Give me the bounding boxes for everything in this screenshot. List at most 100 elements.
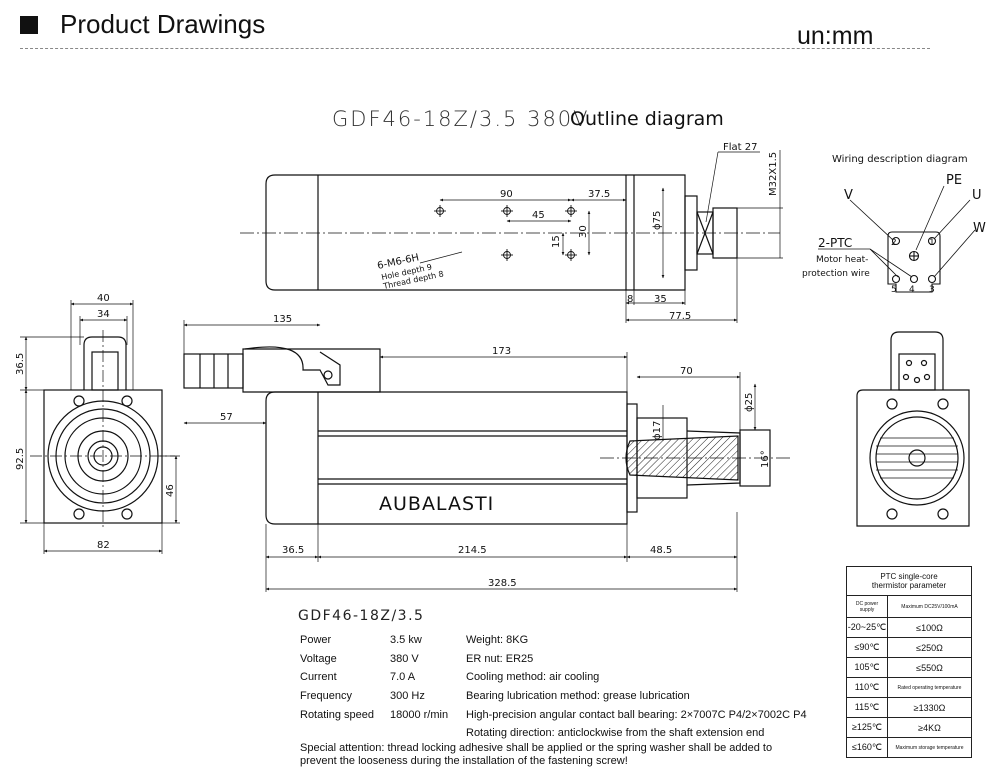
- ptc-col1b: supply: [859, 606, 875, 613]
- spec-value: 300 Hz: [390, 690, 425, 702]
- spec-note: Bearing lubrication method: grease lubri…: [466, 690, 690, 702]
- dim-92-5: 92.5: [15, 448, 26, 470]
- dim-8: 8: [627, 294, 633, 305]
- ptc-temp: ≤90℃: [846, 637, 888, 658]
- spec-rotation: Rotating direction: anticlockwise from t…: [466, 727, 765, 739]
- table-row: 115℃≥1330Ω: [846, 697, 972, 718]
- dim-48-5: 48.5: [650, 545, 672, 556]
- table-row: ≥125℃≥4KΩ: [846, 717, 972, 738]
- dim-45: 45: [532, 210, 545, 221]
- spec-value: 7.0 A: [390, 671, 416, 683]
- dim-77-5: 77.5: [669, 311, 691, 322]
- spec-note: Weight: 8KG: [466, 634, 529, 646]
- spec-model: GDF46-18Z/3.5: [298, 608, 425, 624]
- ptc-col1: DC power supply: [846, 595, 888, 618]
- top-view: [240, 150, 783, 323]
- spec-note: Cooling method: air cooling: [466, 671, 600, 683]
- wiring-motor-1: Motor heat-: [816, 255, 868, 265]
- unit-label: un:mm: [797, 22, 874, 50]
- ptc-val: Rated operating temperature: [887, 677, 972, 698]
- dim-15: 15: [551, 235, 562, 248]
- dim-phi75: ϕ75: [652, 211, 663, 230]
- spec-attention-2: prevent the looseness during the install…: [300, 755, 628, 767]
- ptc-temp: 105℃: [846, 657, 888, 678]
- spec-value: 3.5 kw: [390, 634, 422, 646]
- dim-90: 90: [500, 189, 513, 200]
- ptc-temp: ≤160℃: [846, 737, 888, 758]
- ptc-val: Maximum storage temperature: [887, 737, 972, 758]
- ptc-table: PTC single-core thermistor parameter DC …: [846, 566, 972, 758]
- ptc-col2: Maximum DC25V/100mA: [887, 595, 972, 618]
- wiring-label-ptc: 2-PTC: [818, 236, 852, 250]
- spec-note: ER nut: ER25: [466, 653, 534, 665]
- ptc-table-header: PTC single-core thermistor parameter: [846, 566, 972, 596]
- dim-34: 34: [97, 309, 110, 320]
- table-row: -20~25℃≤100Ω: [846, 617, 972, 638]
- header-square-icon: [20, 16, 38, 34]
- spec-label: Current: [300, 671, 337, 683]
- dim-70: 70: [680, 366, 693, 377]
- ptc-table-title: PTC single-core thermistor parameter: [846, 566, 972, 596]
- spec-note: High-precision angular contact ball bear…: [466, 709, 807, 721]
- ptc-val: ≤250Ω: [887, 637, 972, 658]
- ptc-col1a: DC power: [855, 600, 879, 607]
- dim-35: 35: [654, 294, 667, 305]
- outline-model-text: GDF46-18Z/3.5 380V: [332, 107, 590, 131]
- dim-173: 173: [492, 346, 511, 357]
- ptc-val: ≥1330Ω: [887, 697, 972, 718]
- ptc-title-1: PTC single-core: [880, 572, 938, 581]
- spec-value: 18000 r/min: [390, 709, 449, 721]
- wiring-pin: 1: [929, 238, 935, 248]
- spec-value: 380 V: [390, 653, 419, 665]
- wiring-pin: 3: [929, 285, 935, 295]
- spec-label: Voltage: [300, 653, 337, 665]
- dim-214-5: 214.5: [458, 545, 487, 556]
- dim-36-5-bottom: 36.5: [282, 545, 304, 556]
- brand-watermark: AUBALASTI: [379, 493, 494, 515]
- wiring-pin: 4: [909, 285, 915, 295]
- dim-16deg: 16°: [760, 450, 771, 468]
- wiring-motor-2: protection wire: [802, 269, 870, 279]
- wiring-pin: 2: [891, 238, 897, 248]
- wiring-diagram: [818, 185, 976, 293]
- dim-37-5: 37.5: [588, 189, 610, 200]
- dim-flat: Flat 27: [723, 142, 757, 153]
- dim-phi25: ϕ25: [744, 393, 755, 412]
- ptc-val: ≤550Ω: [887, 657, 972, 678]
- side-view: [183, 320, 790, 592]
- ptc-temp: -20~25℃: [846, 617, 888, 638]
- wiring-pin: 5: [891, 285, 897, 295]
- ptc-temp: 110℃: [846, 677, 888, 698]
- header-divider: [20, 48, 930, 49]
- dim-phi17: ϕ17: [652, 421, 663, 440]
- spec-label: Frequency: [300, 690, 352, 702]
- dim-328-5: 328.5: [488, 578, 517, 589]
- ptc-val: ≤100Ω: [887, 617, 972, 638]
- dim-36-5-left: 36.5: [15, 353, 26, 375]
- spec-label: Rotating speed: [300, 709, 374, 721]
- wiring-title: Wiring description diagram: [832, 154, 968, 165]
- table-row: ≤90℃≤250Ω: [846, 637, 972, 658]
- ptc-title-2: thermistor parameter: [871, 581, 947, 590]
- rear-view: [856, 331, 970, 527]
- wiring-label-w: W: [973, 221, 986, 236]
- spec-attention-1: Special attention: thread locking adhesi…: [300, 742, 773, 754]
- dim-40: 40: [97, 293, 110, 304]
- table-row: 105℃≤550Ω: [846, 657, 972, 678]
- outline-caption: Outline diagram: [570, 108, 724, 130]
- dim-46: 46: [165, 484, 176, 497]
- wiring-label-pe: PE: [946, 173, 962, 188]
- ptc-val: ≥4KΩ: [887, 717, 972, 738]
- spec-label: Power: [300, 634, 332, 646]
- wiring-label-u: U: [972, 188, 982, 203]
- front-view: [20, 300, 180, 554]
- page-title: Product Drawings: [60, 9, 266, 39]
- ptc-table-subheader: DC power supply Maximum DC25V/100mA: [846, 595, 972, 618]
- dim-thread: M32X1.5: [768, 152, 779, 196]
- dim-135: 135: [273, 314, 292, 325]
- dim-82: 82: [97, 540, 110, 551]
- ptc-temp: 115℃: [846, 697, 888, 718]
